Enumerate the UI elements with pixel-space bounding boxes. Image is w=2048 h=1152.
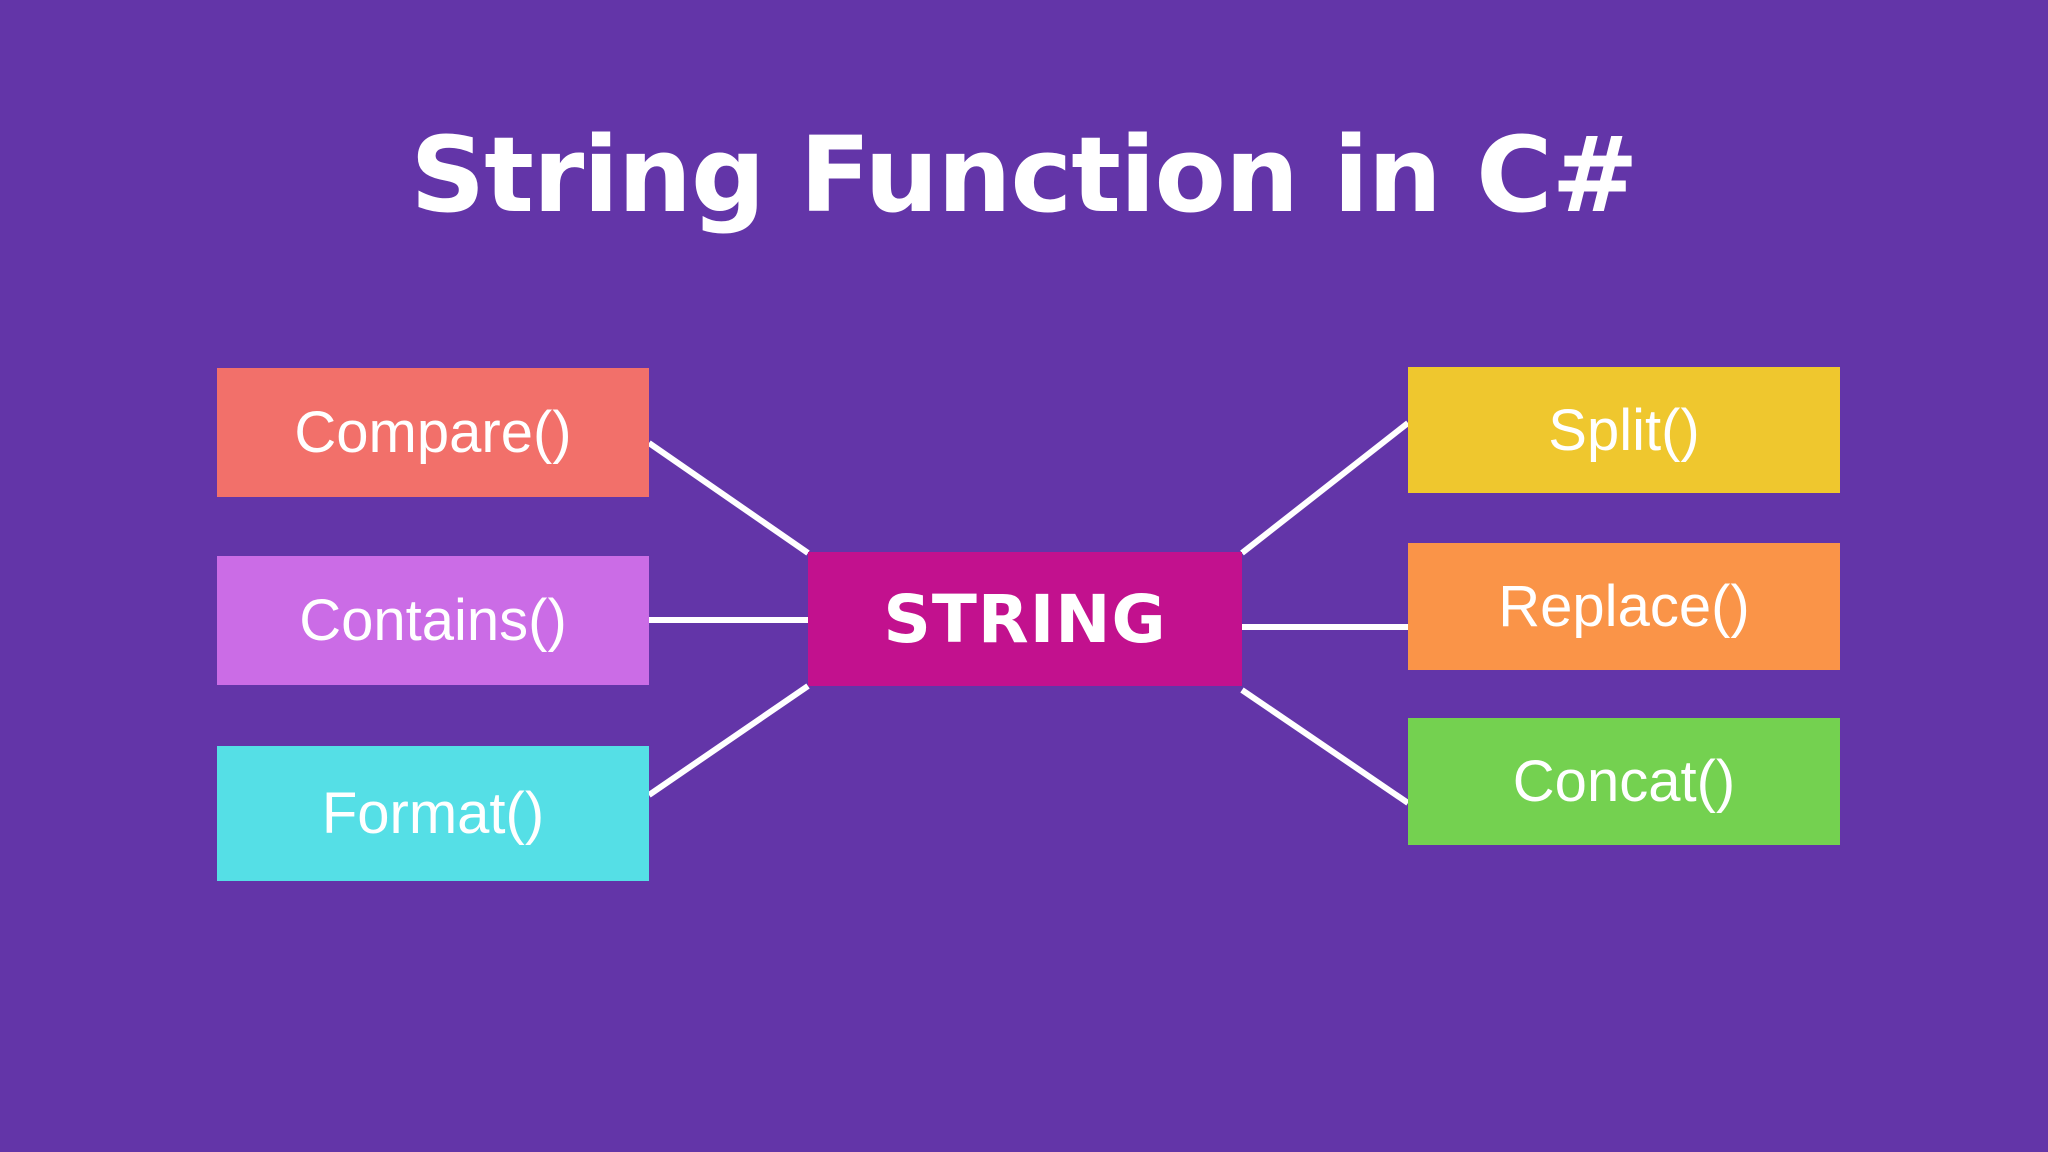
node-label: Format()	[321, 781, 545, 846]
node-label: Split()	[1548, 397, 1700, 463]
node-replace[interactable]: Replace()	[1408, 543, 1840, 670]
page-title: String Function in C#	[410, 114, 1638, 236]
node-label: Concat()	[1512, 749, 1736, 814]
connector-format-to-string	[647, 683, 810, 798]
connector-string-to-split	[1240, 420, 1410, 556]
node-contains[interactable]: Contains()	[217, 556, 649, 685]
connector-string-to-concat	[1240, 687, 1410, 806]
node-label: Replace()	[1498, 574, 1750, 639]
node-format[interactable]: Format()	[217, 746, 649, 881]
node-label: Contains()	[299, 588, 567, 653]
node-concat[interactable]: Concat()	[1408, 718, 1840, 845]
node-split[interactable]: Split()	[1408, 367, 1840, 493]
center-node-string[interactable]: STRING	[808, 552, 1242, 686]
connector-compare-to-string	[647, 440, 810, 556]
node-label: STRING	[883, 580, 1167, 658]
node-label: Compare()	[294, 400, 572, 465]
node-compare[interactable]: Compare()	[217, 368, 649, 497]
